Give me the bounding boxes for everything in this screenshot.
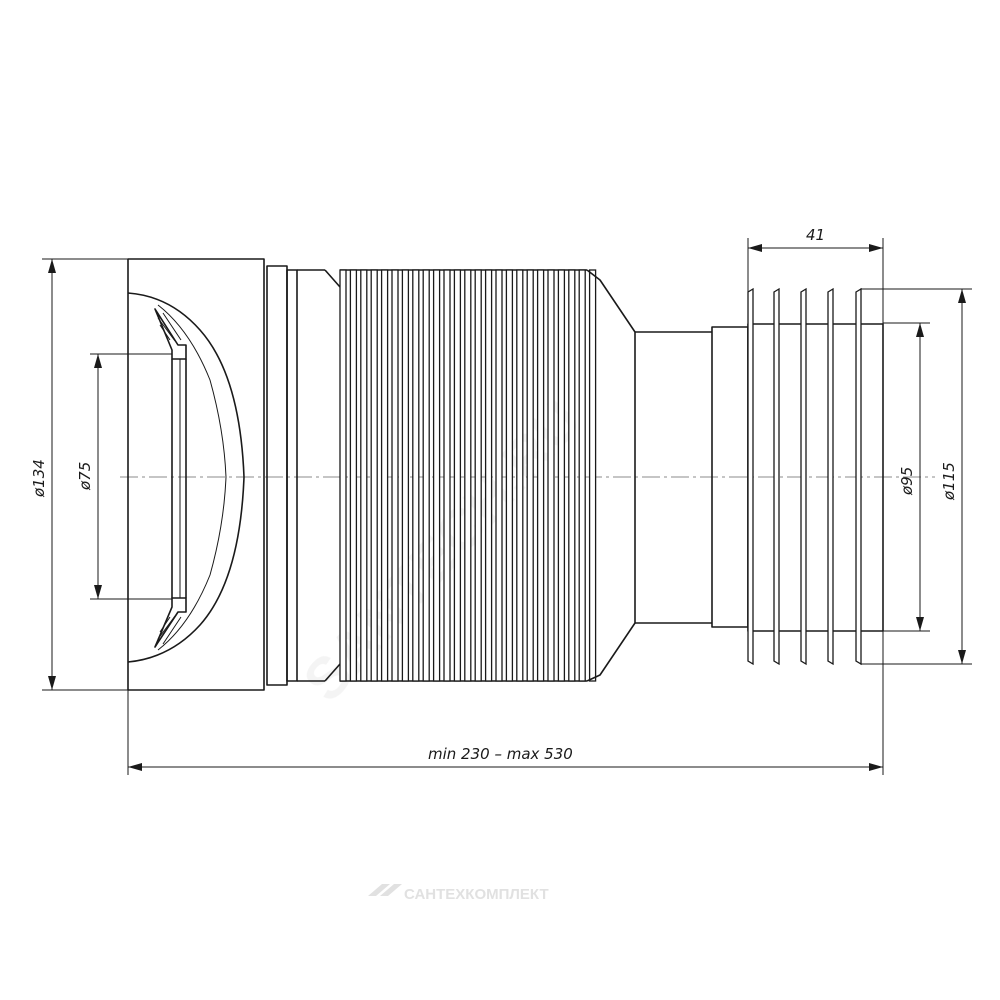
taper	[586, 269, 712, 682]
corrugation-rib	[360, 269, 368, 682]
corrugation-rib	[568, 269, 576, 682]
dim-d134-label: ø134	[30, 459, 48, 498]
sealing-fin	[773, 287, 780, 666]
sealing-fin	[855, 287, 862, 666]
corrugation-rib	[526, 269, 534, 682]
sealing-fin	[827, 287, 834, 666]
corrugation-rib	[380, 269, 389, 682]
corrugation-rib	[474, 269, 482, 682]
seal-ring	[266, 265, 341, 686]
dim-41-label: 41	[806, 226, 825, 244]
sealing-fins	[747, 287, 862, 666]
corrugation-rib	[370, 269, 378, 682]
dim-d115-label: ø115	[940, 462, 958, 501]
dim-total-length-label: min 230 – max 530	[428, 745, 573, 763]
dim-d134: ø134	[30, 258, 128, 691]
dim-total-length: min 230 – max 530	[127, 631, 884, 775]
corrugation-rib	[391, 269, 399, 682]
corrugation-rib	[547, 269, 555, 682]
corrugation-rib	[464, 269, 472, 682]
corrugation-rib	[401, 269, 410, 682]
corrugation-rib	[432, 269, 441, 682]
corrugation-rib	[557, 269, 566, 682]
corrugated-pipe	[339, 269, 597, 682]
dim-d75-label: ø75	[76, 462, 94, 491]
dim-d75: ø75	[76, 353, 172, 600]
watermark-logo-icon	[368, 884, 402, 896]
corrugation-rib	[578, 269, 586, 682]
left-cuff	[127, 258, 265, 691]
corrugation-rib	[339, 269, 347, 682]
corrugation-rib	[588, 269, 597, 682]
corrugation-rib	[349, 269, 358, 682]
watermark-brand: САНТЕХКОМПЛЕКТ	[404, 886, 549, 903]
corrugation-rib	[453, 269, 462, 682]
corrugation-rib	[443, 269, 451, 682]
corrugation-rib	[412, 269, 420, 682]
dim-d95: ø95	[883, 322, 930, 632]
dim-d115: ø115	[860, 288, 972, 665]
corrugation-rib	[495, 269, 503, 682]
dim-d95-label: ø95	[898, 467, 916, 496]
corrugation-rib	[484, 269, 493, 682]
sealing-fin	[747, 287, 754, 666]
sealing-fin	[800, 287, 807, 666]
corrugation-rib	[536, 269, 545, 682]
corrugation-rib	[505, 269, 514, 682]
corrugation-rib	[422, 269, 430, 682]
dim-41: 41	[747, 226, 884, 324]
corrugation-rib	[516, 269, 524, 682]
